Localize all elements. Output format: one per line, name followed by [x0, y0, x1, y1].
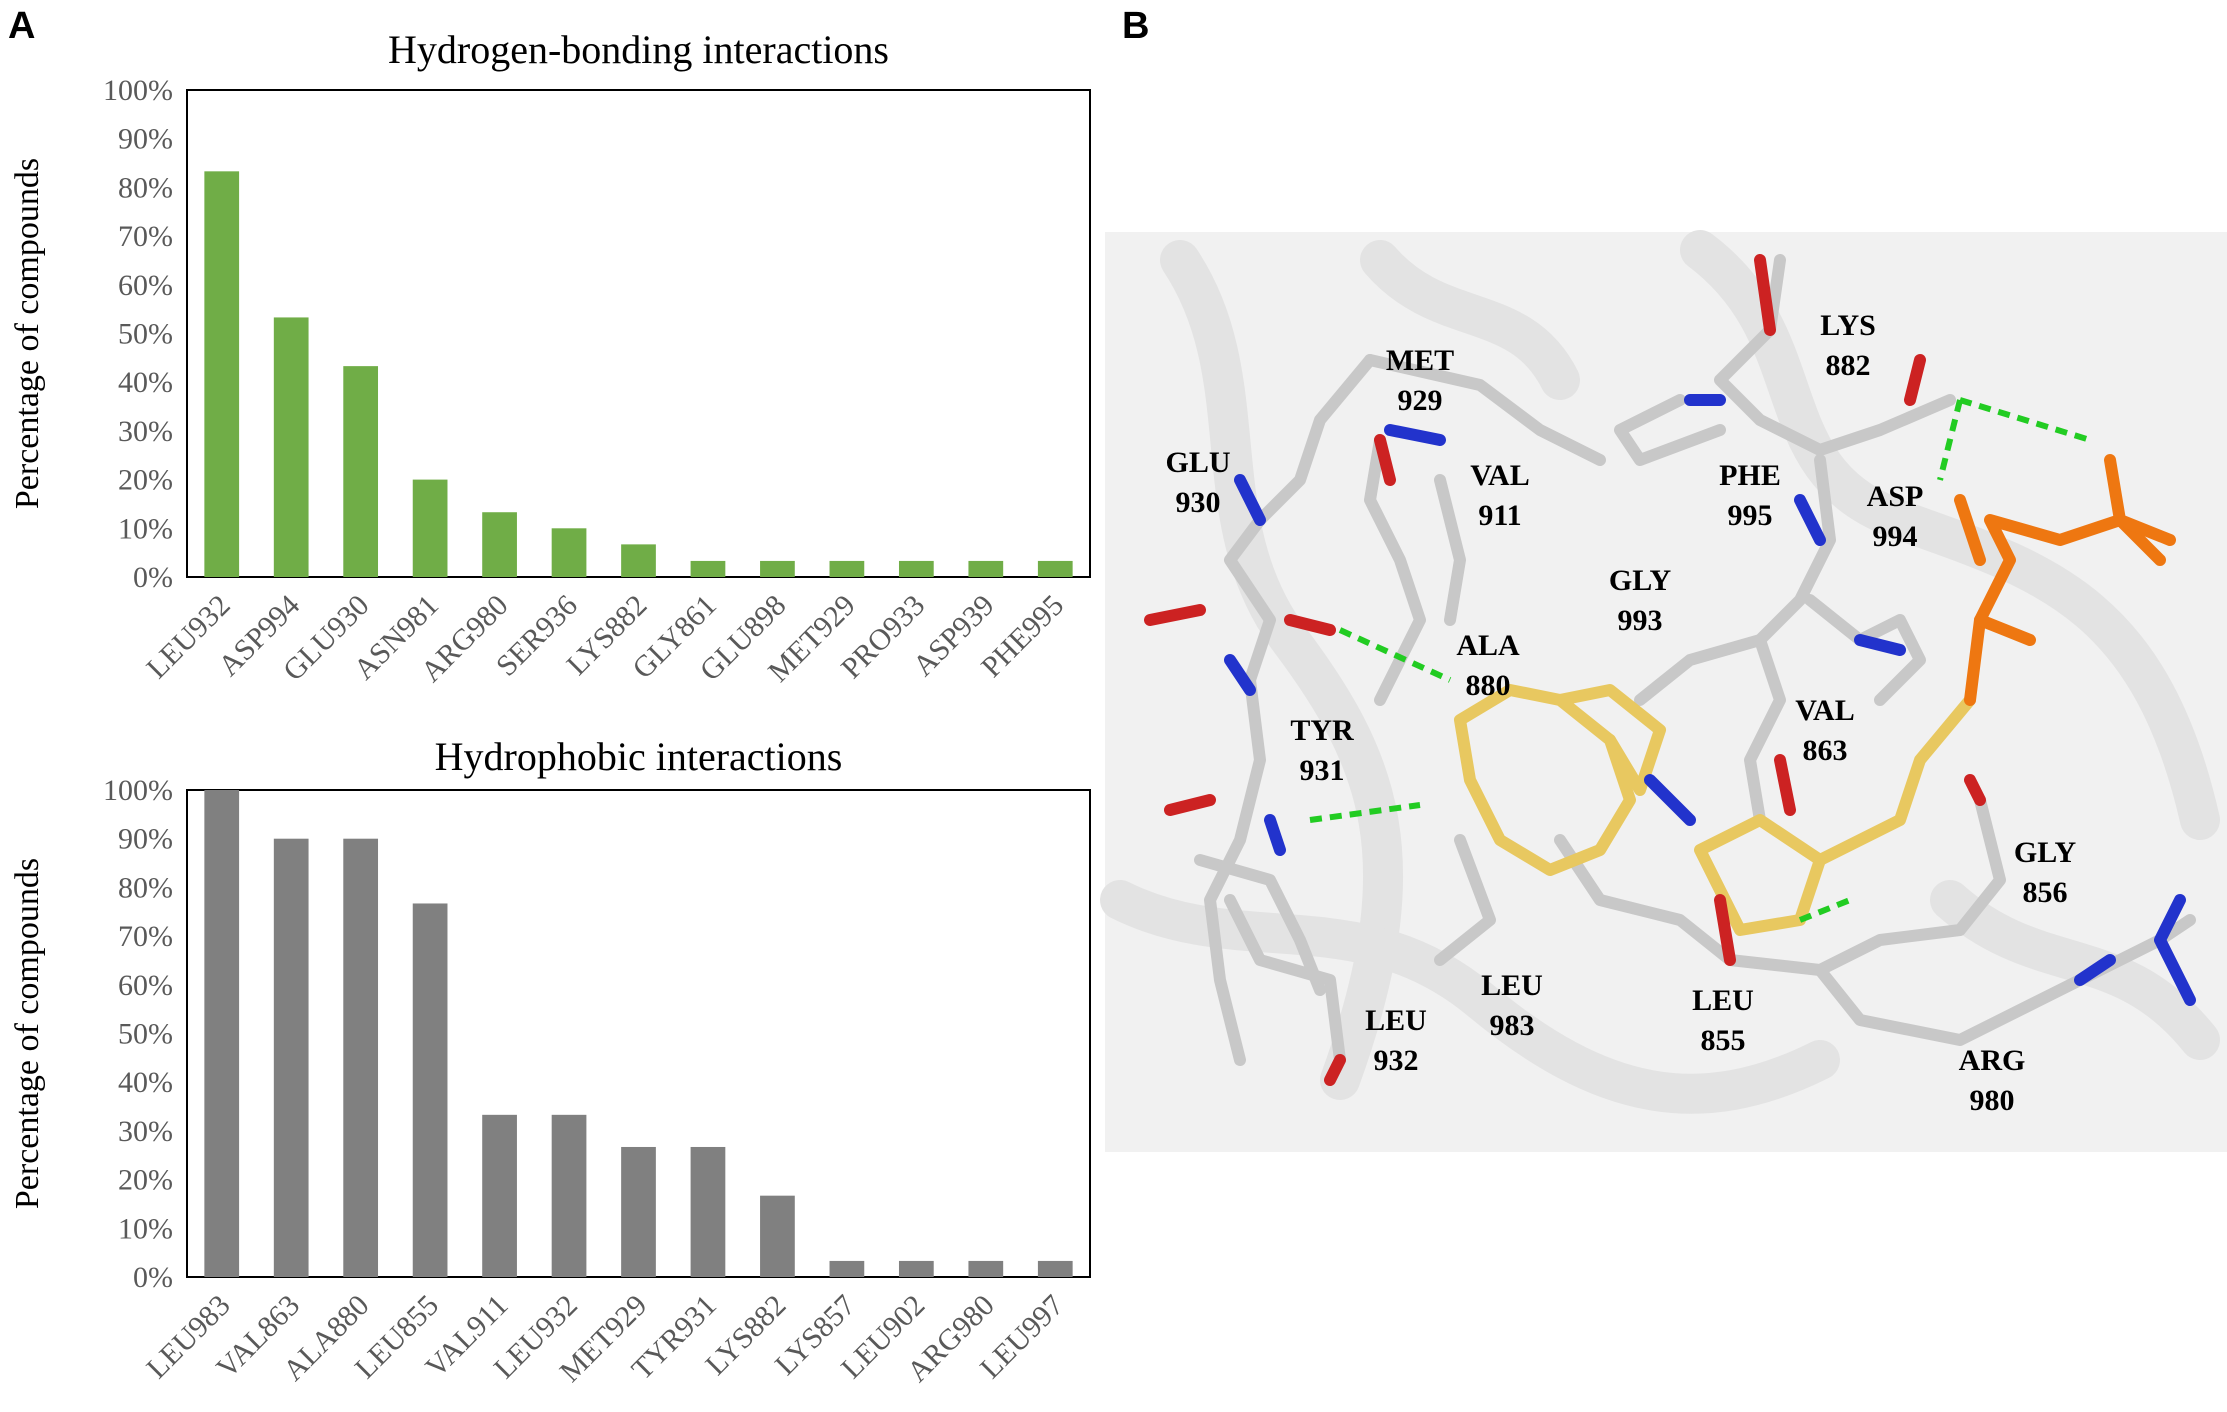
- hydrophobic-y-tick-label: 60%: [118, 969, 173, 1002]
- hbond-bar: [412, 479, 448, 577]
- hydrophobic-chart-marks: 0%10%20%30%40%50%60%70%80%90%100%LEU983V…: [103, 774, 1091, 1389]
- hbond-bar: [551, 528, 587, 577]
- hbond-chart-title: Hydrogen-bonding interactions: [388, 27, 889, 72]
- hydrophobic-bar: [829, 1260, 865, 1277]
- hbond-y-tick-label: 50%: [118, 318, 173, 351]
- hydrophobic-y-tick-label: 70%: [118, 920, 173, 953]
- hydrophobic-y-tick-label: 30%: [118, 1115, 173, 1148]
- hydrophobic-bar: [482, 1114, 517, 1277]
- hbond-y-tick-label: 100%: [103, 74, 173, 107]
- hydrophobic-bar: [273, 838, 309, 1277]
- panel-letter-b: B: [1122, 5, 1149, 47]
- hbond-bar: [760, 560, 795, 577]
- hbond-bar: [343, 366, 379, 577]
- hydrophobic-bar: [760, 1195, 795, 1277]
- hbond-y-tick-label: 40%: [118, 366, 173, 399]
- hydrophobic-bar: [204, 790, 240, 1277]
- hbond-y-tick-label: 90%: [118, 123, 173, 156]
- hbond-bar: [829, 560, 865, 577]
- hydrogen-bond-dashes: [1309, 397, 2091, 923]
- hydrophobic-bar: [1037, 1260, 1073, 1277]
- hbond-bar: [621, 544, 656, 577]
- hydrophobic-y-tick-label: 50%: [118, 1018, 173, 1051]
- hydrophobic-chart: Hydrophobic interactions Percentage of c…: [9, 734, 1091, 1389]
- residue-sticks: [1144, 254, 2196, 1086]
- hbond-chart: Hydrogen-bonding interactions Percentage…: [9, 27, 1091, 689]
- hydrophobic-bar: [412, 903, 448, 1277]
- hydrophobic-y-tick-label: 80%: [118, 871, 173, 904]
- hydrophobic-y-tick-label: 100%: [103, 774, 173, 807]
- hbond-bar: [204, 171, 240, 578]
- hydrophobic-bar: [343, 838, 379, 1277]
- hbond-y-tick-label: 70%: [118, 220, 173, 253]
- hbond-y-tick-label: 0%: [133, 561, 173, 594]
- hbond-bar: [273, 317, 309, 577]
- hydrophobic-y-tick-label: 90%: [118, 823, 173, 856]
- hbond-bar: [1037, 560, 1073, 577]
- hbond-y-tick-label: 80%: [118, 171, 173, 204]
- hbond-y-axis-label: Percentage of compounds: [9, 158, 46, 509]
- hydrophobic-y-axis-label: Percentage of compounds: [9, 858, 46, 1209]
- hbond-plot-frame: [186, 89, 1091, 578]
- hydrophobic-chart-title: Hydrophobic interactions: [435, 734, 843, 779]
- hydrophobic-bar: [621, 1146, 656, 1277]
- hbond-y-tick-label: 30%: [118, 415, 173, 448]
- hbond-bar: [898, 560, 934, 577]
- structure-background: [1105, 232, 2227, 1152]
- panel-letter-a: A: [8, 5, 35, 47]
- hbond-bar: [690, 560, 726, 577]
- hbond-bar: [482, 512, 517, 577]
- hbond-y-tick-label: 10%: [118, 512, 173, 545]
- hydrophobic-bar: [690, 1146, 726, 1277]
- hydrophobic-bar: [551, 1114, 587, 1277]
- hydrophobic-y-tick-label: 0%: [133, 1261, 173, 1294]
- hydrophobic-bar: [898, 1260, 934, 1277]
- hydrophobic-y-tick-label: 20%: [118, 1164, 173, 1197]
- hbond-chart-marks: 0%10%20%30%40%50%60%70%80%90%100%LEU932A…: [103, 74, 1091, 689]
- hbond-y-tick-label: 20%: [118, 464, 173, 497]
- hbond-y-tick-label: 60%: [118, 269, 173, 302]
- hbond-bar: [968, 560, 1004, 577]
- hydrophobic-bar: [968, 1260, 1004, 1277]
- protein-ribbons: [1100, 230, 2220, 1114]
- hydrophobic-y-tick-label: 40%: [118, 1066, 173, 1099]
- hydrophobic-y-tick-label: 10%: [118, 1212, 173, 1245]
